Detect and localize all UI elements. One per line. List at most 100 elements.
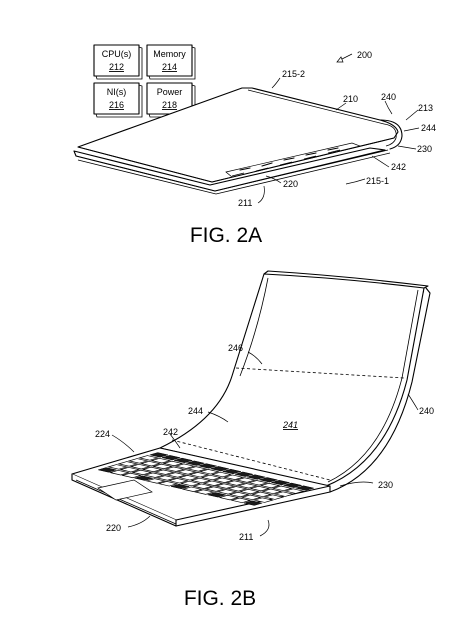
keyboard-key — [282, 482, 303, 488]
ref-213: 213 — [418, 103, 433, 113]
cpu-box-title: CPU(s) — [102, 49, 132, 59]
keyboard-key — [209, 466, 230, 472]
keyboard-key — [107, 464, 129, 470]
ref-244: 244 — [421, 123, 436, 133]
keyboard-key — [225, 480, 246, 486]
keyboard-peek-2a — [225, 142, 362, 178]
ref-242: 242 — [391, 162, 406, 172]
keyboard-key — [198, 469, 220, 475]
keyboard-key — [259, 482, 281, 489]
keyboard-key — [230, 497, 252, 504]
keyboard-key — [235, 477, 257, 483]
keyboard-key — [117, 461, 139, 467]
component-box-ni: NI(s) 216 — [93, 82, 143, 118]
keyboard-key — [206, 492, 227, 498]
keyboard-key — [194, 489, 215, 495]
keyboard-key — [121, 472, 143, 479]
keyboard-key — [176, 469, 198, 475]
flexible-display-2b — [159, 270, 431, 493]
keyboard-key — [131, 469, 153, 476]
fig-2a: CPU(s) 212 Memory 214 NI(s) 216 Power 21… — [73, 44, 436, 247]
keyboard-key — [294, 485, 315, 491]
keyboard-key — [143, 472, 165, 478]
closed-device-2a — [73, 87, 403, 195]
keyboard-key — [243, 500, 264, 506]
ref-210: 210 — [343, 94, 358, 104]
ref-211: 211 — [238, 198, 252, 208]
keyboard-key — [271, 485, 293, 492]
keyboard-key — [152, 463, 174, 470]
keyboard-key — [141, 466, 163, 473]
keyboard-key — [167, 478, 189, 484]
keyboard-key — [249, 485, 271, 492]
keyboard-key — [188, 472, 210, 478]
keyboard-key — [129, 463, 151, 470]
keyboard-key — [139, 460, 161, 467]
keyboard-key — [185, 460, 206, 466]
keyboard-key — [153, 469, 175, 475]
keyboard-key — [218, 494, 240, 501]
component-box-power: Power 218 — [146, 82, 196, 118]
keyboard-key — [246, 474, 267, 480]
component-box-memory: Memory 214 — [146, 44, 196, 80]
power-box-title: Power — [157, 87, 183, 97]
ref-240: 240 — [381, 92, 396, 102]
ref-240-b: 240 — [419, 406, 434, 416]
keyboard-key — [204, 486, 226, 492]
keyboard-key — [233, 471, 255, 477]
keyboard-key — [178, 475, 200, 481]
memory-box-title: Memory — [153, 49, 186, 59]
keyboard-key — [247, 480, 269, 486]
keyboard-key — [228, 491, 250, 498]
keyboard-key — [108, 469, 130, 476]
keyboard-key — [164, 466, 186, 472]
keyboard-key — [173, 457, 194, 463]
component-box-cpu: CPU(s) 212 — [93, 44, 143, 80]
trackpad — [97, 479, 153, 501]
keyboard-key — [133, 475, 154, 481]
keyboard-key — [150, 457, 172, 464]
keyboard-key — [226, 486, 248, 492]
keyboard-key — [119, 466, 141, 473]
memory-box-ref: 214 — [162, 62, 177, 72]
keyboard-key — [166, 472, 187, 478]
keyboard-key — [186, 466, 208, 472]
figure-caption-2b: FIG. 2B — [184, 587, 256, 610]
keyboard-key — [138, 455, 160, 461]
keyboard-key — [223, 474, 245, 480]
ref-242-b: 242 — [163, 427, 178, 437]
ref-215-1: 215-1 — [366, 176, 389, 186]
ref-246: 246 — [228, 343, 243, 353]
keyboard-key — [261, 488, 283, 495]
ref-220-b: 220 — [106, 523, 121, 533]
keyboard-key — [174, 463, 196, 469]
keyboard-key — [283, 488, 305, 494]
keyboard-key — [252, 497, 274, 503]
ref-215-2: 215-2 — [282, 69, 305, 79]
ref-220: 220 — [283, 179, 298, 189]
keyboard-key — [214, 483, 236, 489]
ref-224: 224 — [95, 429, 110, 439]
keyboard-key — [270, 480, 291, 486]
ref-230-b: 230 — [378, 480, 393, 490]
power-box-ref: 218 — [162, 100, 177, 110]
keyboard-key — [211, 471, 232, 478]
ref-244-b: 244 — [188, 406, 203, 416]
keyboard-key — [157, 481, 179, 487]
keyboard-key — [170, 483, 191, 490]
keyboard-key — [238, 488, 260, 495]
keyboard-key — [240, 494, 262, 501]
keyboard-key — [192, 483, 214, 489]
keyboard-key — [180, 480, 201, 487]
keyboard-key — [148, 452, 169, 458]
ni-box-title: NI(s) — [107, 87, 127, 97]
keyboard-key — [127, 458, 149, 464]
cpu-box-ref: 212 — [109, 62, 124, 72]
ref-230: 230 — [417, 144, 432, 154]
ref-211-b: 211 — [239, 532, 253, 542]
keyboard-key — [221, 468, 242, 475]
keyboard-key — [197, 463, 218, 469]
keyboard-key — [190, 477, 212, 484]
keyboard-key — [216, 489, 238, 495]
ni-box-ref: 216 — [109, 100, 124, 110]
